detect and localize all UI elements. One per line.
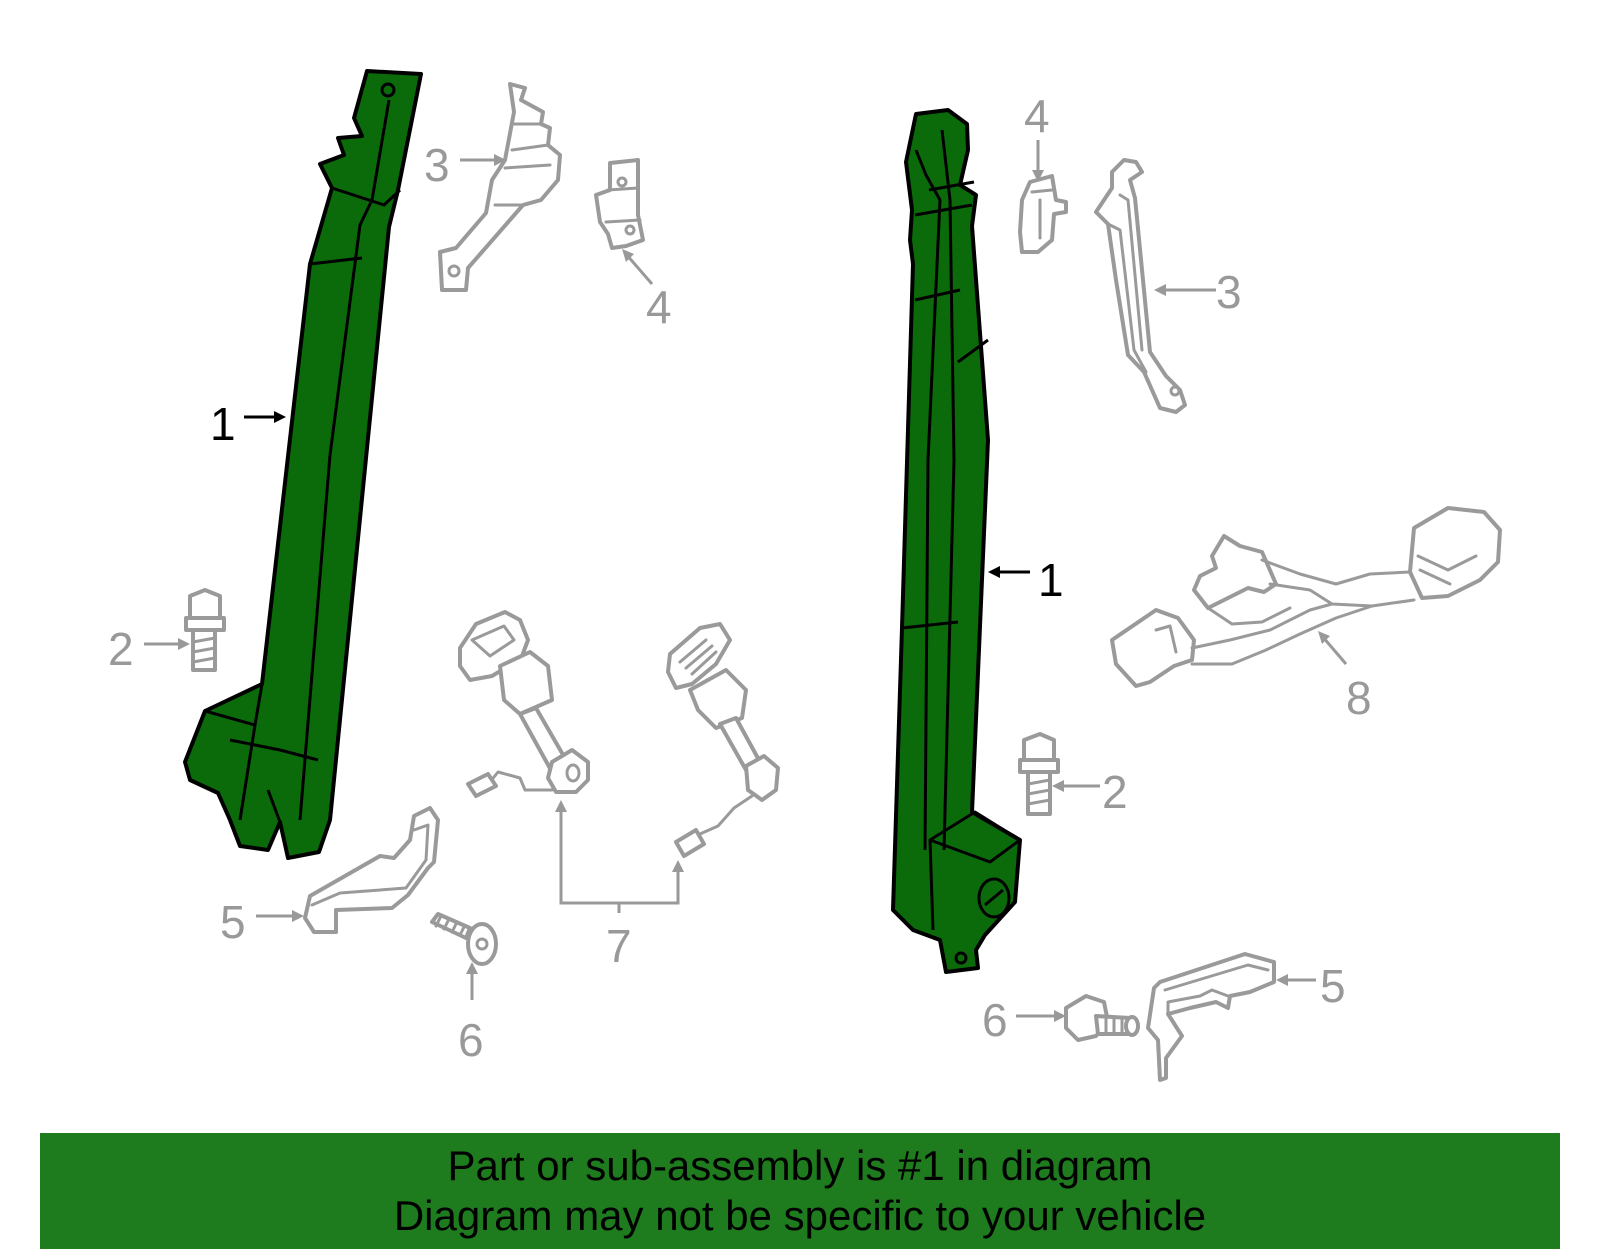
right-anchor-clip[interactable] <box>1018 174 1068 254</box>
callout-right-guide: 5 <box>1320 960 1346 1012</box>
callout-left-belt: 1 <box>210 398 236 450</box>
right-screw[interactable] <box>1064 994 1140 1042</box>
left-seat-belt-assembly[interactable] <box>183 69 423 860</box>
right-seat-buckle[interactable] <box>666 622 780 858</box>
callout-right-clip: 4 <box>1024 90 1050 142</box>
leader-lines <box>144 140 1348 1022</box>
callout-left-guide: 5 <box>220 896 246 948</box>
right-belt-guide[interactable] <box>1146 952 1276 1082</box>
left-bolt[interactable] <box>184 588 226 672</box>
callout-harness: 8 <box>1346 672 1372 724</box>
callout-right-screw: 6 <box>982 994 1008 1046</box>
left-anchor-clip[interactable] <box>594 158 645 250</box>
info-banner: Part or sub-assembly is #1 in diagram Di… <box>40 1133 1560 1249</box>
left-upper-bracket[interactable] <box>438 82 562 292</box>
callout-left-bolt: 2 <box>108 623 134 675</box>
callout-right-bolt: 2 <box>1102 766 1128 818</box>
callout-left-bracket: 3 <box>424 139 450 191</box>
callout-right-belt: 1 <box>1038 554 1064 606</box>
right-seat-belt-assembly[interactable] <box>891 108 1022 974</box>
left-seat-buckle[interactable] <box>458 610 590 798</box>
callout-left-screw: 6 <box>458 1014 484 1066</box>
right-bolt[interactable] <box>1018 732 1060 816</box>
banner-line-1: Part or sub-assembly is #1 in diagram <box>447 1142 1153 1189</box>
wiring-harness[interactable] <box>1110 506 1502 688</box>
callout-numbers: 1 1 3 4 4 3 2 2 8 5 5 6 6 7 <box>108 90 1372 1066</box>
callout-right-bracket: 3 <box>1216 266 1242 318</box>
callout-left-clip: 4 <box>646 281 672 333</box>
left-belt-guide[interactable] <box>303 806 440 934</box>
banner-line-2: Diagram may not be specific to your vehi… <box>393 1192 1207 1239</box>
right-upper-bracket[interactable] <box>1094 158 1187 414</box>
left-screw[interactable] <box>430 912 498 966</box>
parts-diagram: 1 1 3 4 4 3 2 2 8 5 5 6 6 7 <box>108 69 1502 1082</box>
callout-buckles: 7 <box>606 920 632 972</box>
